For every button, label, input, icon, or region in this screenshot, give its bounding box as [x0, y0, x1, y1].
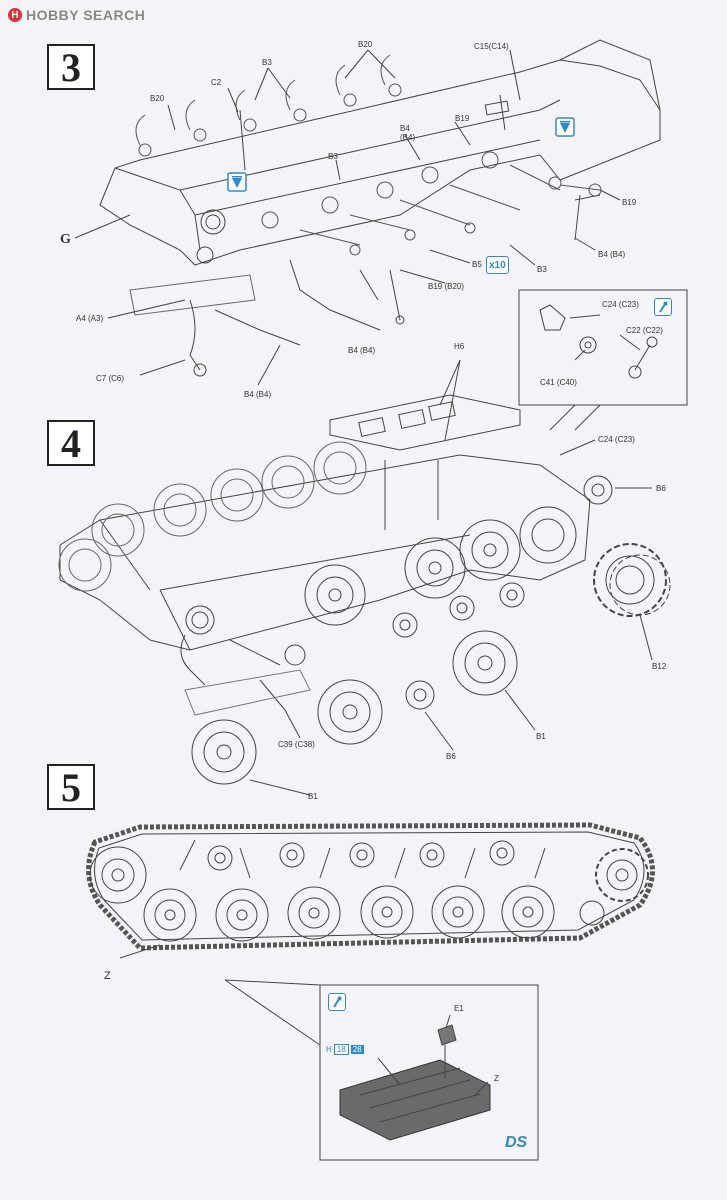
step-5-number: 5 — [47, 764, 95, 810]
step4-hull-drawing — [58, 359, 671, 796]
label-b3-right: B3 — [537, 265, 547, 274]
label-c22-c22: C22 (C22) — [626, 326, 663, 335]
label-b4-b4-right: B4 (B4) — [598, 250, 626, 259]
label-c41-c40: C41 (C40) — [540, 378, 577, 387]
label-e1: E1 — [454, 1004, 464, 1013]
label-c24-c23-callout: C24 (C23) — [602, 300, 639, 309]
h-number-indicator: H 18 28 — [326, 1044, 364, 1055]
glue-icon-step5 — [328, 993, 346, 1011]
label-b19-right: B19 — [622, 198, 637, 207]
step3-hull-drawing — [74, 39, 661, 386]
label-z-detail: Z — [494, 1074, 499, 1083]
label-b6-bottom: B6 — [446, 752, 456, 761]
step-4-number: 4 — [47, 420, 95, 466]
h-number-28: 28 — [350, 1045, 364, 1054]
label-b20-left: B20 — [150, 94, 165, 103]
blue-arrow-markers — [227, 117, 575, 192]
watermark-text: HOBBY SEARCH — [26, 7, 146, 23]
label-b5: B5 — [472, 260, 482, 269]
label-b1-right: B1 — [536, 732, 546, 741]
label-c7-c6: C7 (C6) — [96, 374, 125, 383]
label-z-main: Z — [104, 970, 111, 982]
glue-icon — [654, 298, 672, 316]
step-3-number: 3 — [47, 44, 95, 90]
label-g: G — [60, 232, 71, 247]
label-b3-mid: B3 — [328, 152, 338, 161]
label-a4-a3: A4 (A3) — [76, 314, 104, 323]
label-c24-c23-step4: C24 (C23) — [598, 435, 635, 444]
hobby-search-logo-icon: H — [8, 8, 22, 22]
callout-box-drawing — [518, 289, 688, 431]
ds-brand-logo: DS — [505, 1134, 528, 1151]
label-c15-c14: C15(C14) — [474, 42, 509, 51]
label-h6: H6 — [454, 342, 465, 351]
label-b6-right: B6 — [656, 484, 666, 493]
label-b4-b4-mid: B4 (B4) — [348, 346, 376, 355]
label-b3-top: B3 — [262, 58, 272, 67]
label-b19-b20: B19 (B20) — [428, 282, 465, 291]
step5-track-drawing — [86, 822, 655, 1161]
label-b19-top: B19 — [455, 114, 470, 123]
label-b20-top: B20 — [358, 40, 373, 49]
label-c39-c38: C39 (C38) — [278, 740, 315, 749]
quantity-badge-text: x10 — [489, 259, 506, 271]
label-c2: C2 — [211, 78, 222, 87]
label-b4-b4-bottom: B4 (B4) — [244, 390, 272, 399]
label-b12: B12 — [652, 662, 667, 671]
label-b4-b4-top: B4 (B4) — [400, 124, 416, 142]
glue-drop-icon — [659, 301, 668, 313]
h-number-18: 18 — [333, 1044, 349, 1055]
hobby-search-watermark: H HOBBY SEARCH — [8, 6, 145, 24]
label-b1-bottom: B1 — [308, 792, 318, 801]
quantity-badge-x10: x10 — [486, 256, 509, 274]
h-number-prefix: H — [326, 1045, 332, 1054]
glue-drop-icon-step5 — [333, 996, 342, 1008]
